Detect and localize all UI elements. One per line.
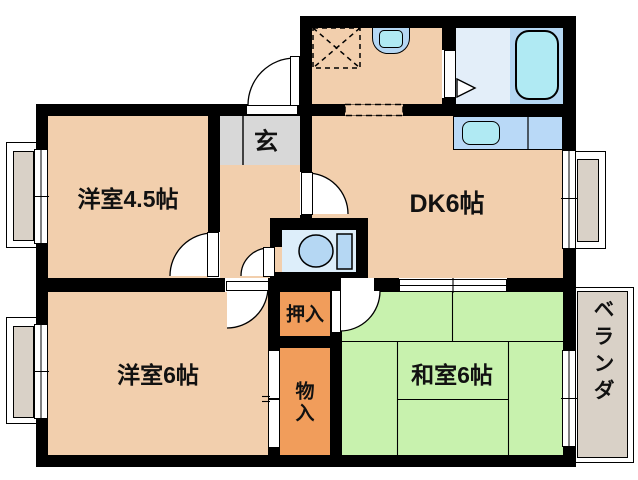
wall <box>300 16 312 104</box>
door-swing-dk <box>306 172 349 215</box>
bath-door-arrow-icon <box>456 77 477 99</box>
door-swing-washitsu <box>339 290 381 332</box>
wall <box>268 278 341 292</box>
genkan-area <box>220 116 300 165</box>
tatami-lines <box>342 292 563 455</box>
washing-machine-pan-icon <box>312 27 361 69</box>
window-lines <box>33 150 577 446</box>
wall <box>374 278 399 292</box>
wall <box>36 104 312 116</box>
wall <box>270 230 282 247</box>
entrance-door-leaf <box>290 56 300 106</box>
western45-door-leaf <box>207 232 219 277</box>
room-label-washitsu: 和室6帖 <box>411 362 493 388</box>
toilet-icon <box>298 233 353 270</box>
kitchen-sink <box>462 121 500 145</box>
veranda-floor <box>577 291 628 458</box>
wall <box>36 278 225 292</box>
sliding-door-lines <box>400 278 506 293</box>
entrance-threshold <box>246 105 298 115</box>
toilet-door-leaf <box>263 247 275 277</box>
door-swing-entrance <box>247 57 296 106</box>
wall <box>36 455 576 467</box>
wall <box>208 116 220 232</box>
room-label-genkan: 玄 <box>254 128 278 156</box>
door-swing-western45 <box>169 232 214 277</box>
monoire-door-ticks <box>262 395 270 403</box>
room-label-western45: 洋室4.5帖 <box>77 186 179 212</box>
wall <box>300 116 312 172</box>
wall <box>268 336 342 348</box>
window-shutter <box>577 159 599 242</box>
wall <box>356 218 368 278</box>
monoire-door-panel <box>268 350 280 399</box>
door-swing-western6 <box>226 286 269 329</box>
washitsu-door-leaf <box>331 290 341 333</box>
closet-monoire <box>280 348 330 455</box>
monoire-door-panel <box>268 399 280 448</box>
wall-opening <box>341 278 374 292</box>
wash-basin-bowl <box>379 30 403 48</box>
wall <box>300 16 576 28</box>
wall <box>270 218 368 230</box>
wall <box>442 16 456 50</box>
western6-door-leaf <box>226 281 269 291</box>
closet-oshiire <box>280 292 330 336</box>
bathtub <box>515 30 559 100</box>
wall <box>507 278 563 292</box>
dashed-opening <box>344 103 404 117</box>
room-label-dk: DK6帖 <box>409 190 485 218</box>
wall <box>442 98 456 116</box>
room-label-monoire: 物入 <box>292 381 314 425</box>
wall <box>270 272 368 280</box>
room-label-western6: 洋室6帖 <box>117 362 199 388</box>
room-label-oshiire: 押入 <box>285 304 325 326</box>
bathroom-door <box>444 50 456 98</box>
dk-door-leaf <box>301 172 313 215</box>
room-label-veranda: ベランダ <box>591 298 614 406</box>
